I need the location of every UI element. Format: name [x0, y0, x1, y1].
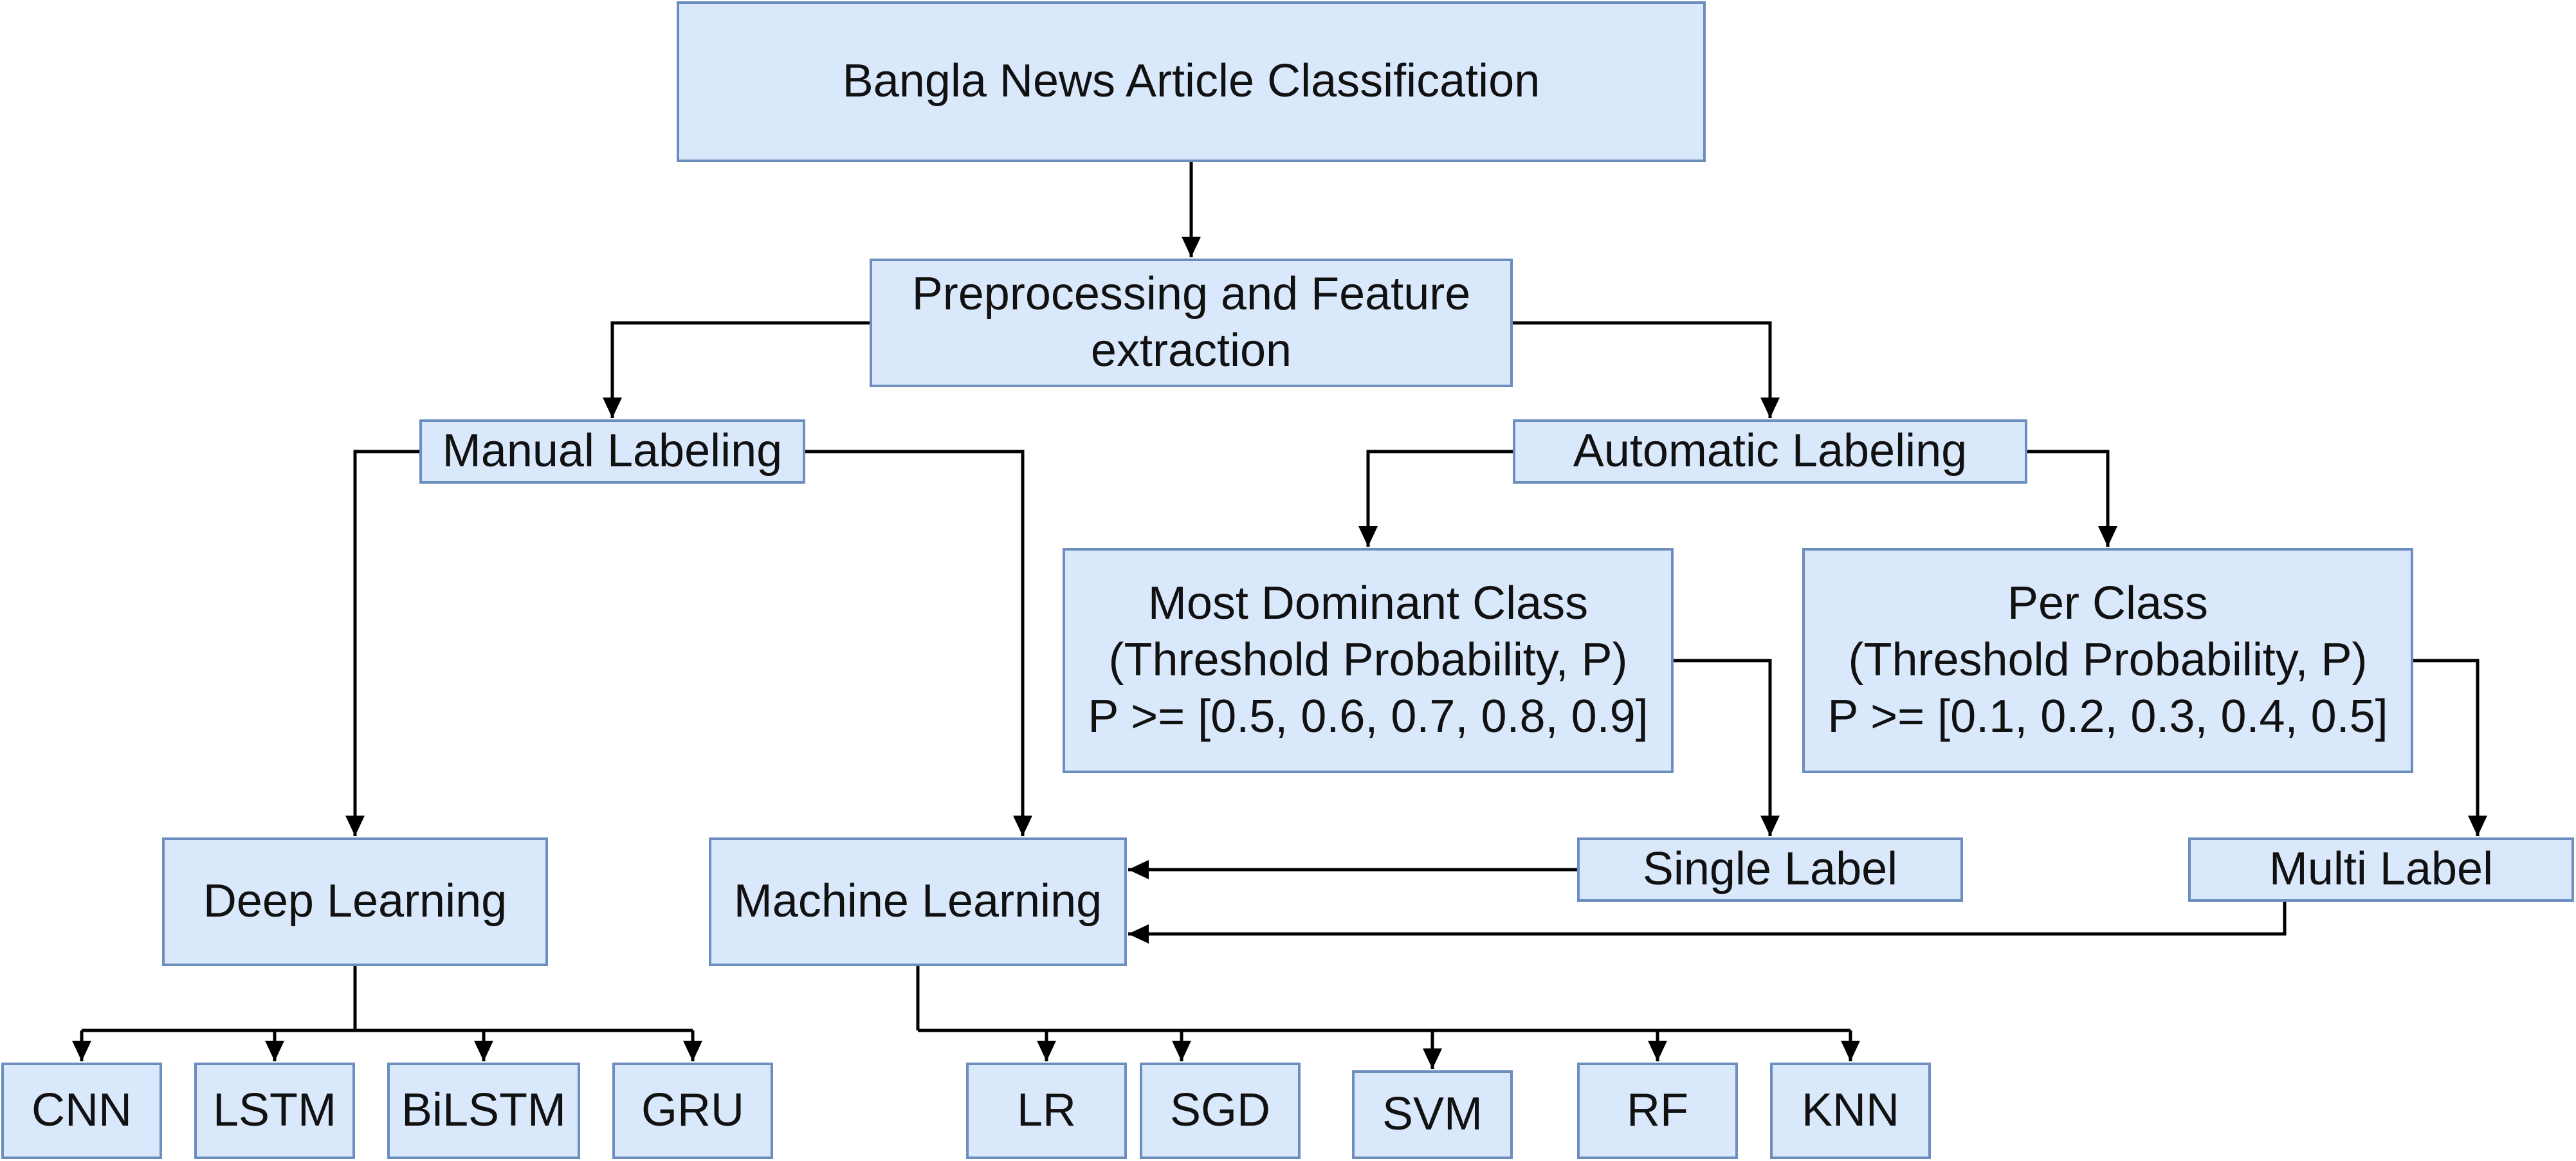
edge-manual-to-deep-learning-arrowhead: [345, 816, 365, 836]
edge-automatic-to-most-dominant-arrowhead: [1358, 526, 1378, 547]
node-root: Bangla News Article Classification: [677, 1, 1706, 162]
edge-multi-label-to-machine-learning-arrowhead: [1128, 924, 1149, 944]
edge-deep-learning-to-lstm: [265, 1030, 284, 1061]
edge-deep-learning-to-gru: [683, 1030, 702, 1061]
edge-per-class-to-multi-label-arrowhead: [2468, 816, 2487, 836]
edge-machine-learning-to-svm-arrowhead: [1423, 1048, 1442, 1069]
edge-automatic-to-per-class: [2027, 450, 2117, 547]
edge-single-label-to-machine-learning: [1128, 860, 1577, 879]
edge-machine-learning-to-knn-arrowhead: [1841, 1041, 1860, 1061]
node-sgd: SGD: [1140, 1063, 1301, 1159]
edge-deep-learning-to-lstm-arrowhead: [265, 1041, 284, 1061]
edge-machine-learning-to-lr: [1037, 1030, 1056, 1061]
node-most-dominant-class: Most Dominant Class (Threshold Probabili…: [1063, 548, 1674, 773]
node-machine-learning: Machine Learning: [709, 837, 1127, 966]
edge-preprocessing-to-automatic: [1513, 321, 1780, 418]
node-gru: GRU: [612, 1063, 773, 1159]
node-manual-labeling: Manual Labeling: [419, 419, 805, 484]
edge-machine-learning-to-sgd: [1172, 1030, 1191, 1061]
edge-preprocessing-to-manual: [603, 321, 870, 418]
node-cnn: CNN: [1, 1063, 162, 1159]
edge-deep-learning-to-bilstm: [474, 1030, 493, 1061]
edge-multi-label-to-machine-learning: [1128, 902, 2287, 944]
node-multi-label: Multi Label: [2188, 837, 2574, 902]
node-per-class: Per Class (Threshold Probability, P) P >…: [1802, 548, 2413, 773]
edge-machine-learning-to-knn: [1841, 1030, 1860, 1061]
edge-most-dominant-to-single-label: [1674, 659, 1780, 836]
node-lstm: LSTM: [194, 1063, 355, 1159]
node-rf: RF: [1577, 1063, 1738, 1159]
edge-deep-learning-to-cnn-arrowhead: [72, 1041, 91, 1061]
edge-single-label-to-machine-learning-arrowhead: [1128, 860, 1149, 879]
node-knn: KNN: [1770, 1063, 1931, 1159]
node-svm: SVM: [1352, 1070, 1513, 1159]
node-automatic-labeling: Automatic Labeling: [1513, 419, 2027, 484]
edge-deep-learning-to-gru-arrowhead: [683, 1041, 702, 1061]
edge-preprocessing-to-manual-arrowhead: [603, 398, 622, 418]
edge-automatic-to-per-class-arrowhead: [2098, 526, 2117, 547]
edge-most-dominant-to-single-label-arrowhead: [1760, 816, 1780, 836]
node-deep-learning: Deep Learning: [162, 837, 548, 966]
node-bilstm: BiLSTM: [387, 1063, 580, 1159]
edge-machine-learning-to-svm: [1423, 1030, 1442, 1069]
edge-machine-learning-to-rf: [1648, 1030, 1667, 1061]
edge-machine-learning-to-lr-arrowhead: [1037, 1041, 1056, 1061]
node-single-label: Single Label: [1577, 837, 1963, 902]
node-preprocessing: Preprocessing and Feature extraction: [870, 259, 1513, 387]
edge-machine-learning-to-rf-arrowhead: [1648, 1041, 1667, 1061]
edge-manual-to-machine-learning: [805, 450, 1032, 836]
edge-manual-to-machine-learning-arrowhead: [1013, 816, 1032, 836]
edge-per-class-to-multi-label: [2413, 659, 2487, 836]
edge-machine-learning-to-sgd-arrowhead: [1172, 1041, 1191, 1061]
edge-deep-learning-to-cnn: [72, 1030, 91, 1061]
edge-manual-to-deep-learning: [345, 450, 419, 836]
node-lr: LR: [966, 1063, 1127, 1159]
edge-preprocessing-to-automatic-arrowhead: [1760, 398, 1780, 418]
edge-deep-learning-to-bilstm-arrowhead: [474, 1041, 493, 1061]
edge-root-to-preprocessing: [1182, 162, 1201, 257]
edge-automatic-to-most-dominant: [1358, 450, 1513, 547]
edge-root-to-preprocessing-arrowhead: [1182, 237, 1201, 257]
